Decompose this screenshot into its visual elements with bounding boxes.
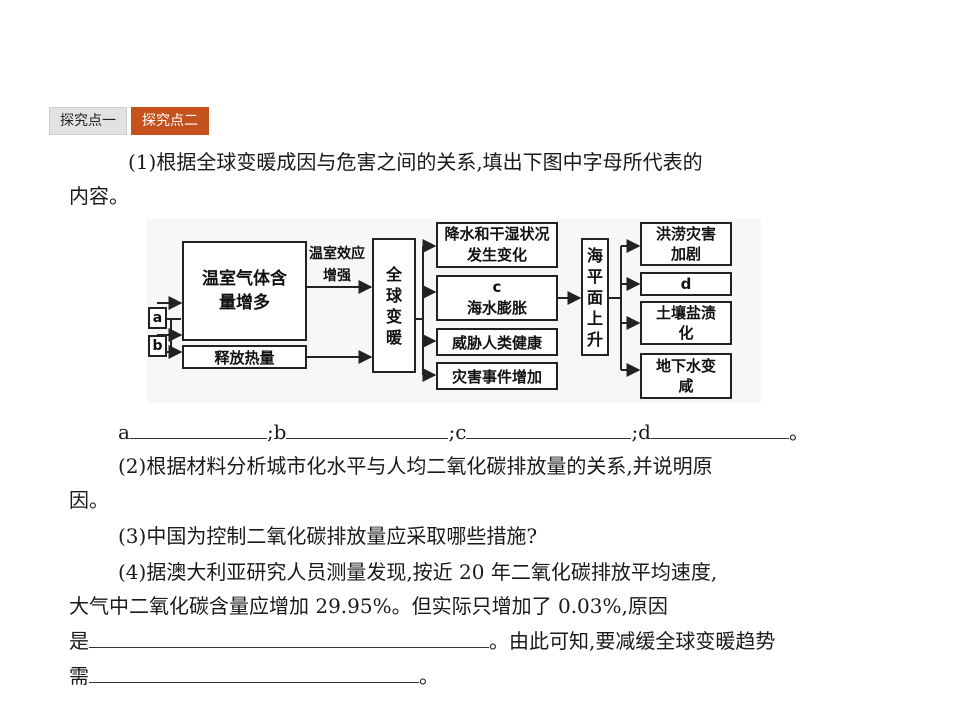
blank-reason[interactable]: [89, 625, 489, 648]
precip-box: 降水和干湿状况发生变化: [436, 222, 558, 268]
q4-line4-pre: 需: [69, 664, 89, 688]
q4-line2: 大气中二氧化碳含量应增加 29.95%。但实际只增加了 0.03%,原因: [69, 594, 668, 618]
expansion-text: 海水膨胀: [466, 299, 527, 317]
label-d: d: [640, 272, 732, 296]
blank-d[interactable]: [650, 416, 789, 439]
tab-explore-1[interactable]: 探究点一: [49, 107, 127, 135]
tab-explore-2[interactable]: 探究点二: [131, 107, 209, 135]
q2-line1: (2)根据材料分析城市化水平与人均二氧化碳排放量的关系,并说明原: [118, 454, 713, 478]
ghg-box: 温室气体含量增多: [182, 241, 307, 341]
q4-line3-post: 。由此可知,要减缓全球变暖趋势: [489, 629, 776, 653]
sea-rise-box: 海平面上升: [581, 238, 609, 356]
groundwater-box: 地下水变咸: [640, 353, 732, 399]
blank-a[interactable]: [129, 416, 267, 439]
global-warming-box: 全球变暖: [372, 238, 416, 373]
fill-c-label: ;c: [448, 420, 467, 444]
fill-b-label: ;b: [266, 420, 287, 444]
q3: (3)中国为控制二氧化碳排放量应采取哪些措施?: [118, 524, 538, 548]
q4-line4-post: 。: [419, 664, 439, 688]
blank-b[interactable]: [286, 416, 449, 439]
fill-line: a ;b ;c ;d 。: [118, 416, 809, 449]
q1-line1: (1)根据全球变暖成因与危害之间的关系,填出下图中字母所代表的: [128, 150, 703, 174]
disaster-box: 灾害事件增加: [436, 362, 558, 390]
blank-c[interactable]: [466, 416, 632, 439]
q1-line2: 内容。: [69, 184, 129, 208]
label-b: b: [148, 335, 167, 357]
fill-a-label: a: [118, 420, 130, 444]
blank-measure[interactable]: [89, 660, 419, 683]
fill-end: 。: [788, 420, 809, 444]
salinization-box: 土壤盐渍化: [640, 301, 732, 345]
diagram-arrows: [157, 239, 641, 382]
flood-box: 洪涝灾害加剧: [640, 222, 732, 266]
release-heat-box: 释放热量: [182, 345, 307, 369]
label-a: a: [148, 307, 167, 329]
label-c: c: [492, 278, 502, 296]
health-box: 威胁人类健康: [436, 328, 558, 356]
fill-d-label: ;d: [631, 420, 651, 444]
tab-bar: 探究点一 探究点二: [49, 107, 209, 135]
q4-line1: (4)据澳大利亚研究人员测量发现,按近 20 年二氧化碳排放平均速度,: [118, 560, 718, 584]
cause-effect-diagram: a b 温室气体含量增多 释放热量 温室效应增强 全球变暖 降水和干湿状况发生变…: [147, 219, 761, 403]
q4-line3-pre: 是: [69, 629, 89, 653]
expansion-box: c 海水膨胀: [436, 275, 558, 321]
effect-label: 温室效应增强: [309, 246, 365, 284]
q4-line4: 需。: [69, 660, 439, 693]
q4-line3: 是 。由此可知,要减缓全球变暖趋势: [69, 625, 775, 658]
q2-line2: 因。: [69, 488, 109, 512]
